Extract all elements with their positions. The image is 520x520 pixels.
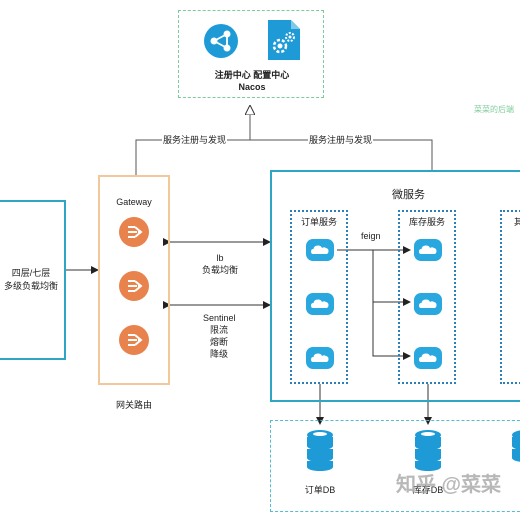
microservices-box: 微服务 <box>270 170 520 402</box>
load-balancer-line2: 多级负载均衡 <box>3 281 58 291</box>
watermark-small: 菜菜的后端 <box>474 105 514 114</box>
gateway-instance-icon <box>119 271 149 301</box>
registry-label-line2: Nacos <box>238 82 266 92</box>
database-icon <box>510 428 520 468</box>
inventory-service-label: 库存服务 <box>408 217 445 227</box>
cloud-service-icon <box>413 238 443 261</box>
lb-label-line1: lb <box>216 253 224 263</box>
gateway-box: Gateway <box>98 175 170 385</box>
registry-label-line1: 注册中心 配置中心 <box>214 70 290 80</box>
sentinel-label-line3: 熔断 <box>210 337 229 347</box>
gateway-instance-icon <box>119 217 149 247</box>
microservices-title: 微服务 <box>392 189 425 201</box>
lb-label-line2: 负载均衡 <box>201 265 238 275</box>
gateway-caption: 网关路由 <box>115 400 152 410</box>
registration-connector <box>135 139 433 175</box>
order-db-label: 订单DB <box>304 485 336 495</box>
cloud-service-icon <box>413 346 443 369</box>
order-service-label: 订单服务 <box>300 217 337 227</box>
third-service-label: 其 <box>514 217 520 227</box>
database-icon <box>305 428 335 471</box>
cloud-service-icon <box>305 346 335 369</box>
database-box <box>270 420 520 512</box>
left-registration-label: 服务注册与发现 <box>162 134 228 146</box>
cloud-service-icon <box>413 292 443 315</box>
cloud-service-icon <box>305 292 335 315</box>
network-icon <box>201 21 241 61</box>
config-gear-icon <box>265 19 303 61</box>
sentinel-label-line2: 限流 <box>210 325 229 335</box>
inventory-service-group: 库存服务 <box>398 210 456 384</box>
registry-box: 注册中心 配置中心 Nacos <box>178 10 324 98</box>
feign-label: feign <box>361 231 381 241</box>
database-icon <box>413 428 443 471</box>
inventory-db-label: 库存DB <box>412 485 444 495</box>
right-registration-label: 服务注册与发现 <box>308 134 374 146</box>
watermark: 知乎 @菜菜 <box>396 474 502 496</box>
sentinel-label-line1: Sentinel <box>203 313 236 323</box>
load-balancer-box: 四层/七层 多级负载均衡 <box>0 200 66 360</box>
order-service-group: 订单服务 <box>290 210 348 384</box>
load-balancer-line1: 四层/七层 <box>11 268 51 278</box>
cloud-service-icon <box>305 238 335 261</box>
sentinel-label-line4: 降级 <box>210 349 229 359</box>
gateway-title: Gateway <box>116 197 152 207</box>
third-service-group: 其 <box>500 210 520 384</box>
gateway-instance-icon <box>119 325 149 355</box>
feign-arrow-3 <box>372 302 411 360</box>
